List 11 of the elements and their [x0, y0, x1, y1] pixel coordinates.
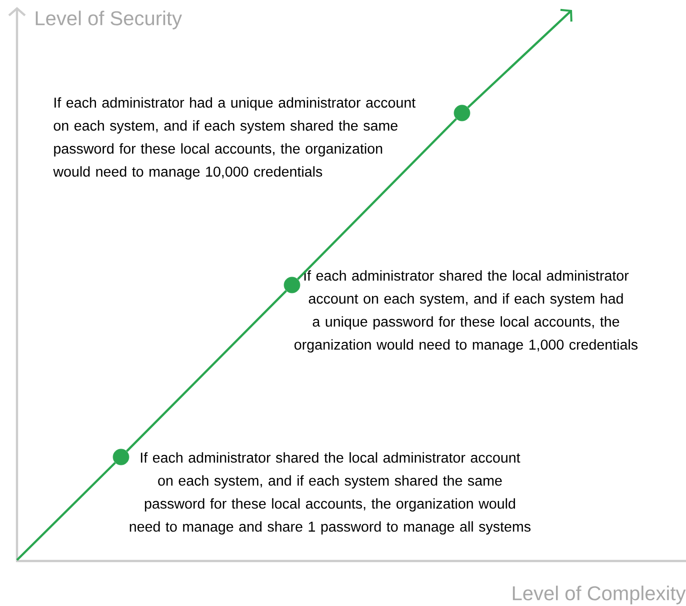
trend-line [126, 290, 287, 452]
axis-label: Level of Security [36, 10, 182, 30]
trend-line [16, 462, 116, 561]
dot [454, 104, 470, 122]
axis-label: Level of Complexity [512, 586, 686, 604]
trend-line [467, 8, 572, 108]
annotation-text: If each administrator had a unique administrator account on each system, and if each system shared the same password for these local accounts, the organization would need to manage 10,000 credentials [53, 97, 416, 180]
trend-line [296, 118, 458, 280]
annotation-text: If each administrator shared the local administrator account on each system, and if each system shared the same password for these local accounts, the organization would need to manage and share 1 password to manage all systems [130, 452, 530, 535]
dot [284, 276, 300, 294]
dot [112, 448, 130, 466]
